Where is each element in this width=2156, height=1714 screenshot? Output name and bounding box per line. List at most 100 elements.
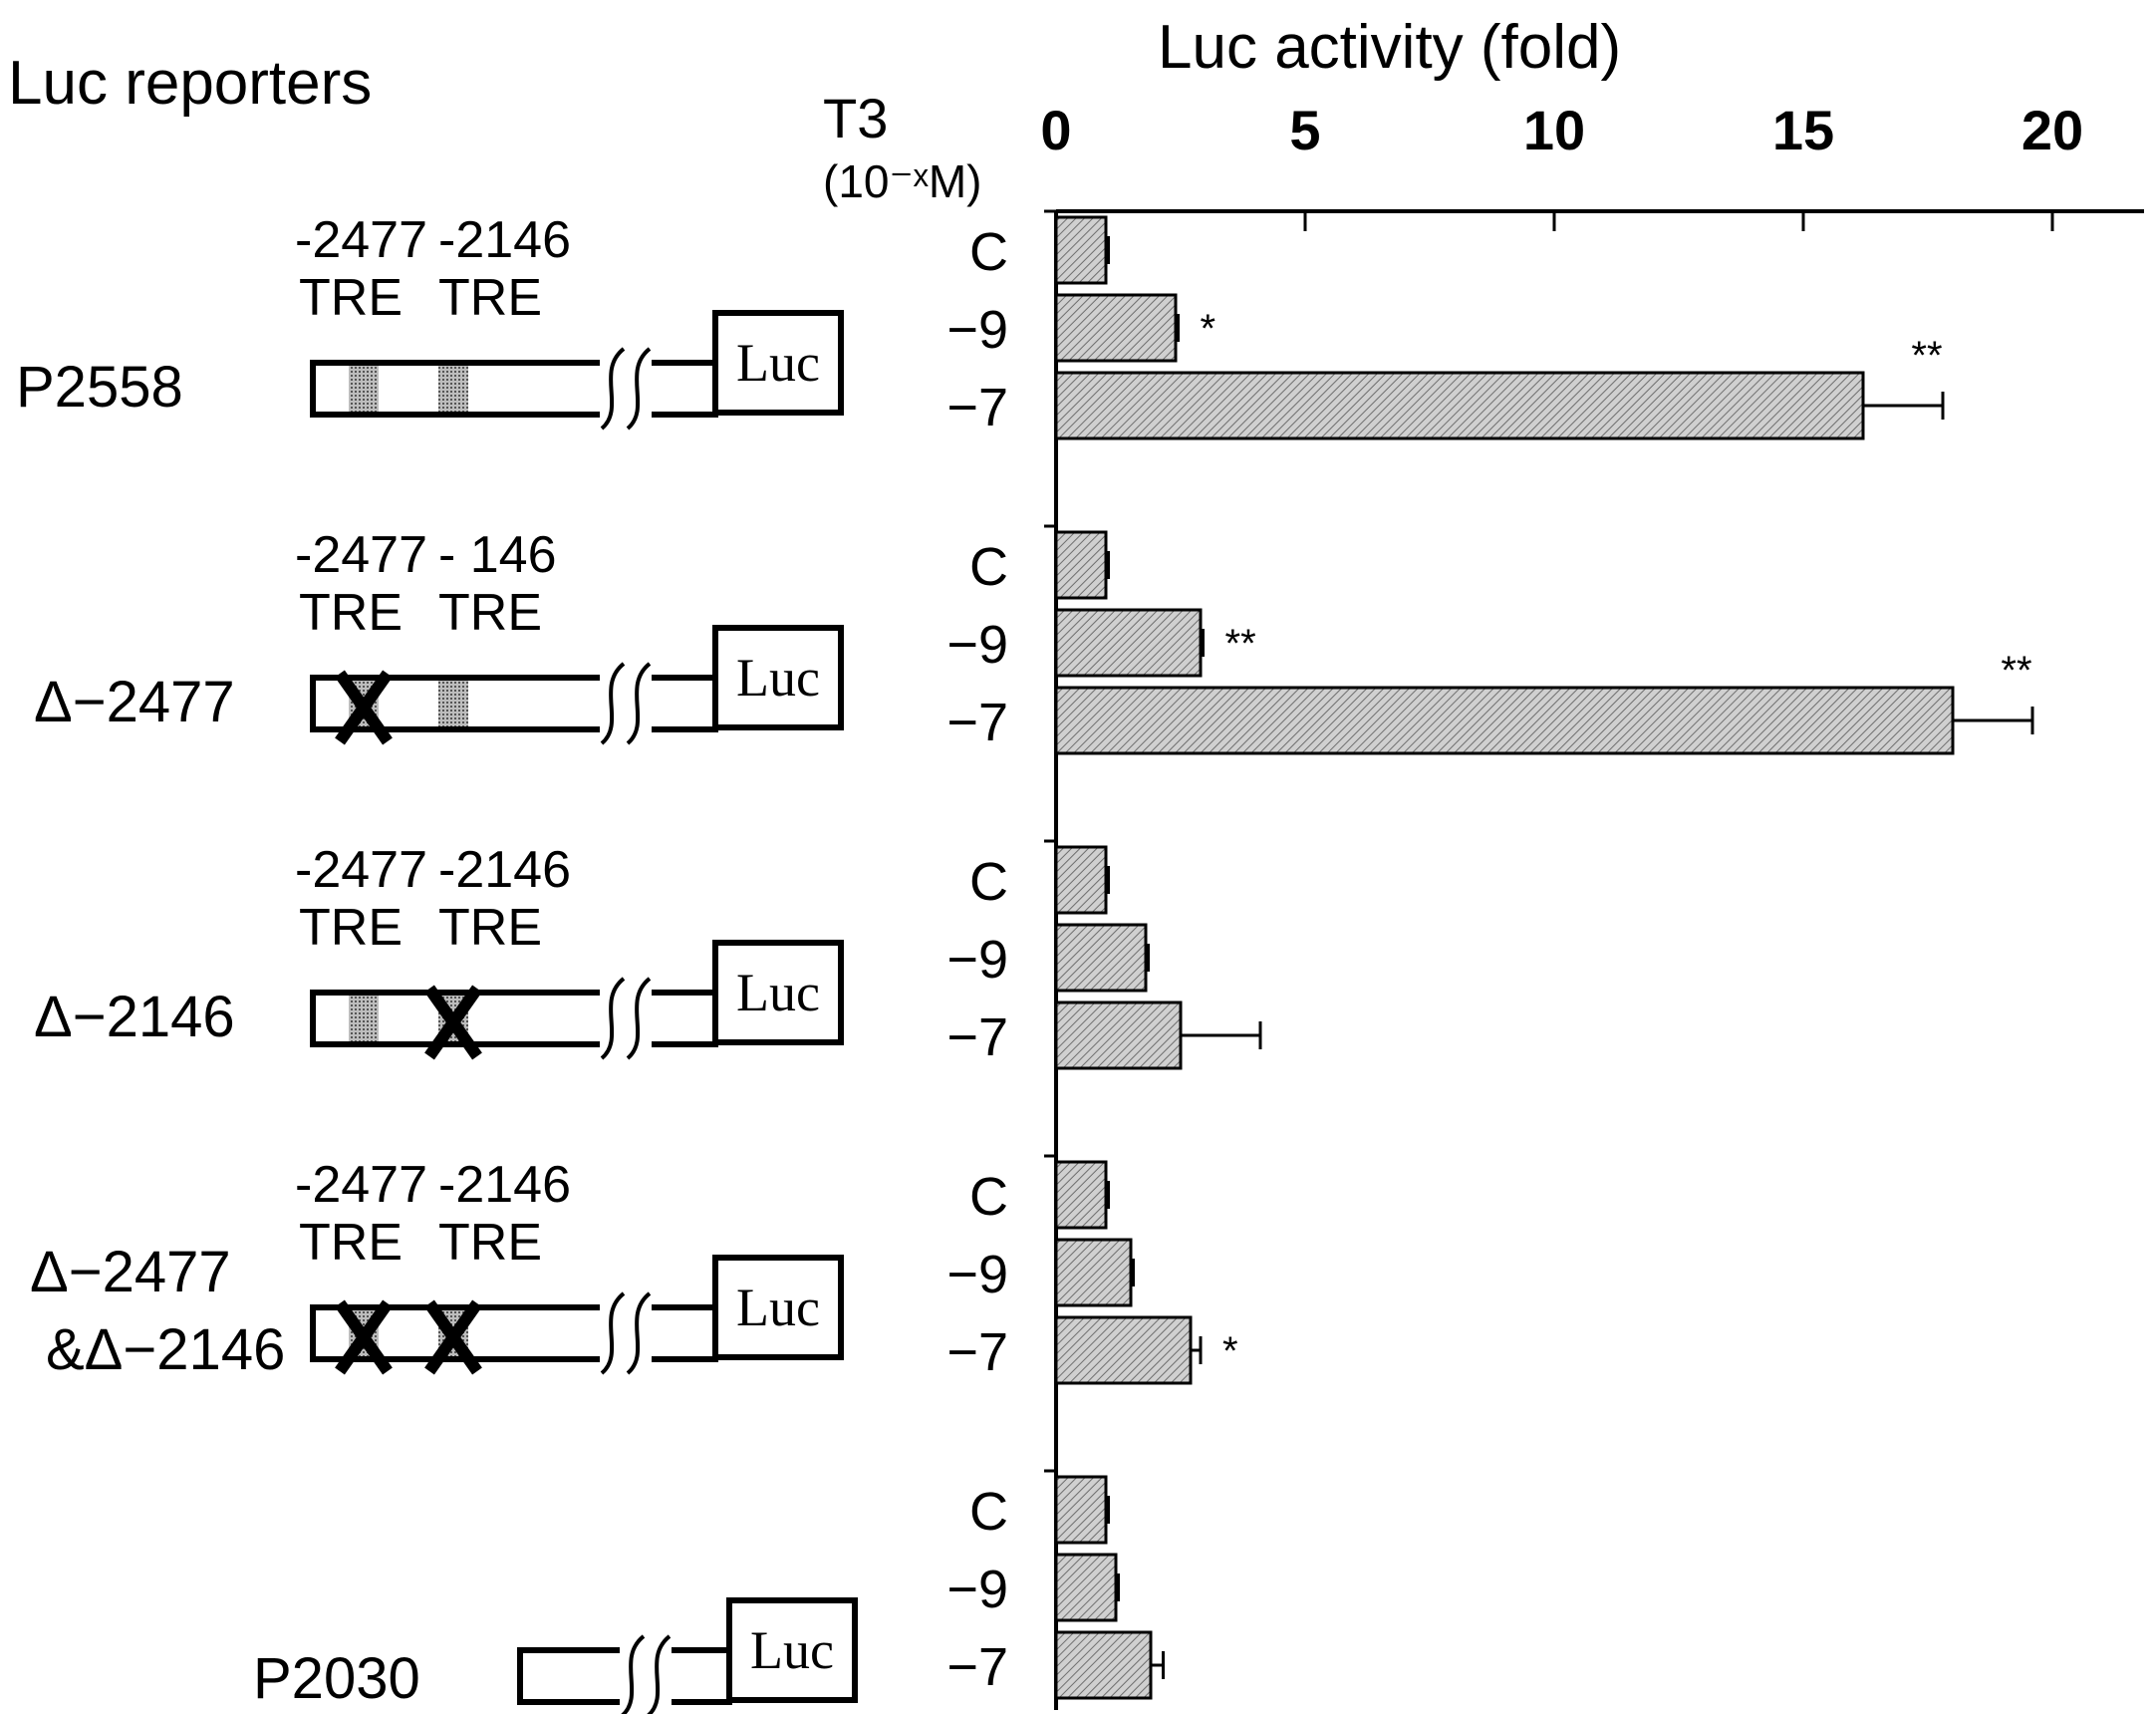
break-mark [600, 977, 626, 1060]
dose-label: C [969, 537, 1008, 597]
deletion-x-mark [335, 670, 393, 745]
luc-label: Luc [750, 1620, 834, 1680]
dose-label: −9 [946, 1245, 1008, 1304]
tre-element [438, 681, 468, 726]
dose-label: −7 [946, 378, 1008, 437]
bar [1054, 608, 1203, 678]
dose-label: −7 [946, 1007, 1008, 1067]
dose-label: C [969, 852, 1008, 912]
dose-label: −7 [946, 1637, 1008, 1697]
tre-label: TRE [299, 899, 403, 957]
tre-position-label: -2477 [295, 841, 427, 899]
bar [1054, 530, 1108, 600]
dose-label: C [969, 1482, 1008, 1542]
bar [1054, 1000, 1183, 1070]
bar [1054, 1315, 1193, 1385]
tre-label: TRE [299, 269, 403, 327]
break-mark [626, 347, 652, 430]
significance-marker: * [1201, 307, 1216, 351]
x-tick-label: 10 [1523, 99, 1585, 161]
break-mark [621, 1634, 646, 1714]
break-gap [620, 1647, 672, 1705]
tre-position-label: -2146 [438, 841, 571, 899]
construct-name: Δ−2477 [34, 670, 235, 734]
luc-box [712, 1255, 844, 1360]
break-gap [600, 675, 652, 732]
tre-element [438, 366, 468, 412]
bar [1054, 371, 1865, 440]
luc-box [726, 1597, 858, 1703]
bar [1054, 1238, 1133, 1307]
deletion-x-mark [424, 985, 482, 1060]
bar [1054, 215, 1108, 285]
bars-layer: C−9*−7**C−9**−7**C−9−7C−9−7*C−9−7 [946, 209, 2034, 1700]
bar [1054, 845, 1108, 915]
deletion-x-mark [424, 1299, 482, 1375]
tre-label: TRE [438, 1214, 542, 1272]
tre-position-label: -2146 [438, 1156, 571, 1214]
break-mark [600, 662, 626, 745]
luc-label: Luc [736, 333, 820, 393]
construct-name: P2558 [16, 355, 183, 420]
bar [1054, 1630, 1153, 1700]
tre-label: TRE [299, 1214, 403, 1272]
construct-name: Δ−2477 [30, 1240, 231, 1304]
chart-title: Luc activity (fold) [1158, 13, 1621, 82]
x-axis: 0 5 10 15 20 [1040, 99, 2144, 1710]
dose-axis-label: T3 [823, 87, 888, 149]
luc-box [712, 940, 844, 1045]
tre-position-label: - 146 [438, 526, 557, 584]
tre-label: TRE [299, 584, 403, 642]
bar [1054, 293, 1178, 363]
break-mark [600, 347, 626, 430]
tre-position-label: -2477 [295, 1156, 427, 1214]
x-tick-label: 20 [2021, 99, 2083, 161]
tre-element [349, 996, 379, 1041]
break-mark [626, 662, 652, 745]
tre-label: TRE [438, 584, 542, 642]
break-mark [600, 1291, 626, 1375]
break-gap [600, 360, 652, 418]
panel-title: Luc reporters [8, 49, 372, 118]
luc-box [712, 625, 844, 730]
luc-label: Luc [736, 963, 820, 1022]
bar [1054, 1475, 1108, 1545]
dose-label: −9 [946, 300, 1008, 360]
tre-element [349, 366, 379, 412]
break-gap [600, 990, 652, 1047]
bar [1054, 1160, 1108, 1230]
tre-position-label: -2477 [295, 526, 427, 584]
dose-label: −9 [946, 1560, 1008, 1619]
significance-marker: ** [1225, 622, 1256, 666]
bar [1054, 686, 1955, 755]
dose-label: −7 [946, 693, 1008, 752]
x-tick-label: 15 [1772, 99, 1834, 161]
tre-label: TRE [438, 899, 542, 957]
construct-name: &Δ−2146 [46, 1317, 285, 1382]
bar [1054, 1553, 1118, 1622]
break-mark [626, 977, 652, 1060]
dose-label: −9 [946, 615, 1008, 675]
construct-name: Δ−2146 [34, 985, 235, 1049]
construct-name: P2030 [253, 1646, 420, 1711]
dose-axis-unit: (10⁻ˣM) [823, 155, 982, 207]
dose-label: −9 [946, 930, 1008, 990]
x-tick-label: 5 [1289, 99, 1320, 161]
significance-marker: ** [1911, 334, 1942, 378]
tre-label: TRE [438, 269, 542, 327]
luc-box [712, 310, 844, 416]
bar [1054, 923, 1148, 993]
significance-marker: * [1222, 1329, 1238, 1373]
tre-position-label: -2146 [438, 211, 571, 269]
significance-marker: ** [2001, 649, 2031, 693]
dose-label: C [969, 1167, 1008, 1227]
break-gap [600, 1304, 652, 1362]
x-tick-label: 0 [1040, 99, 1071, 161]
break-mark [626, 1291, 652, 1375]
break-mark [647, 1634, 672, 1714]
deletion-x-mark [335, 1299, 393, 1375]
luc-label: Luc [736, 1278, 820, 1337]
dose-label: C [969, 222, 1008, 282]
